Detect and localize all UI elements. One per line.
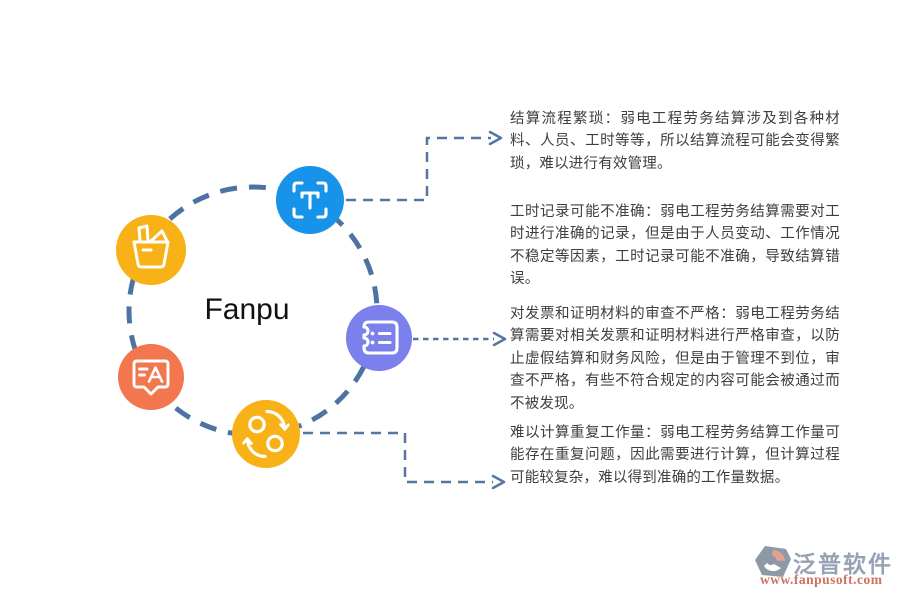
node-translate: [118, 344, 184, 410]
node-circle: [232, 400, 300, 468]
ticket-list-icon: [362, 320, 399, 355]
connector-3: [303, 431, 506, 490]
annotation-invoice-review: 对发票和证明材料的审查不严格：弱电工程劳务结算需要对相关发票和证明材料进行严格审…: [510, 306, 840, 412]
translate-icon: [132, 359, 170, 396]
node-sync: [232, 400, 300, 468]
connector-1: [346, 130, 503, 202]
annotation-duplicate-workload: 难以计算重复工作量：弱电工程劳务结算工作量可能存在重复问题，因此需要进行计算，但…: [510, 425, 840, 486]
basket-icon: [132, 224, 170, 269]
node-basket: [116, 215, 186, 285]
fanpu-logo-icon: [755, 546, 791, 577]
annotation-settlement-process: 结算流程繁琐：弱电工程劳务结算涉及到各种材料、人员、工时等等，所以结算流程可能会…: [510, 111, 840, 172]
annotation-timesheet-accuracy: 工时记录可能不准确：弱电工程劳务结算需要对工时进行准确的记录，但是由于人员变动、…: [510, 204, 840, 288]
arrowhead-icon: [492, 331, 507, 347]
arrowhead-icon: [488, 130, 503, 146]
node-circle: [346, 305, 412, 371]
arrowhead-icon: [491, 474, 506, 490]
center-brand-label: Fanpu: [204, 293, 289, 326]
node-scan-text: [276, 166, 344, 234]
fanpu-watermark: 泛普软件 www.fanpusoft.com: [754, 544, 894, 590]
fanpu-logo-text: 泛普软件: [793, 551, 893, 577]
fanpu-logo-url: www.fanpusoft.com: [760, 572, 883, 587]
scan-text-icon: [292, 181, 328, 219]
node-ticket: [346, 305, 412, 371]
sync-icon: [242, 409, 290, 459]
connector-2: [413, 331, 507, 347]
